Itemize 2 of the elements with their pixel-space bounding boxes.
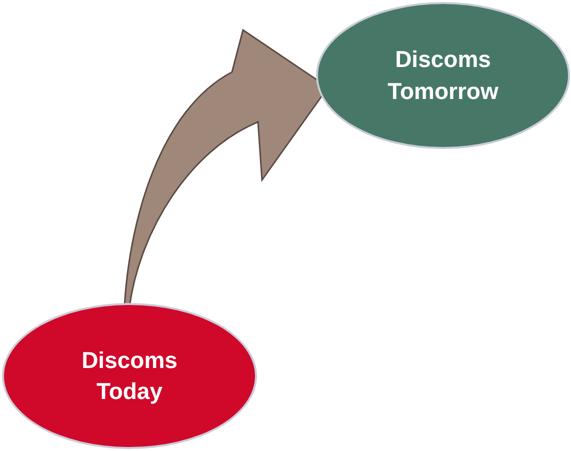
node-label: Discoms Today <box>80 346 178 406</box>
node-label: Discoms Tomorrow <box>386 45 500 106</box>
